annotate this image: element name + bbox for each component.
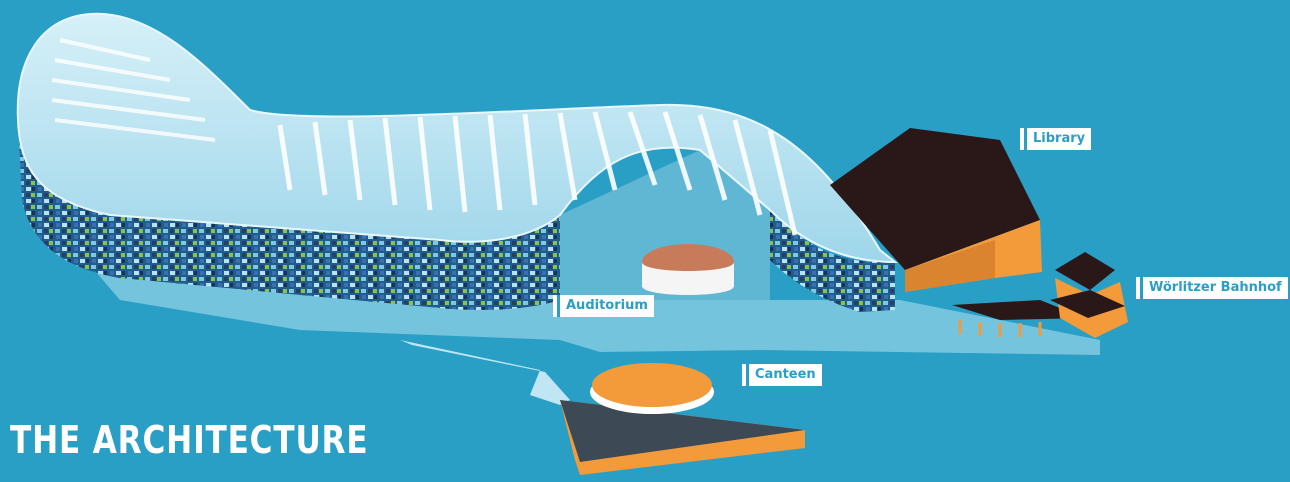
canteen-roof	[592, 363, 712, 407]
auditorium-label: Auditorium	[557, 295, 654, 317]
bahnhof-label: Wörlitzer Bahnhof	[1140, 277, 1288, 299]
page-title: THE ARCHITECTURE	[10, 418, 368, 462]
canteen-label: Canteen	[746, 364, 822, 386]
canteen-path	[400, 340, 570, 405]
library-label: Library	[1024, 128, 1091, 150]
